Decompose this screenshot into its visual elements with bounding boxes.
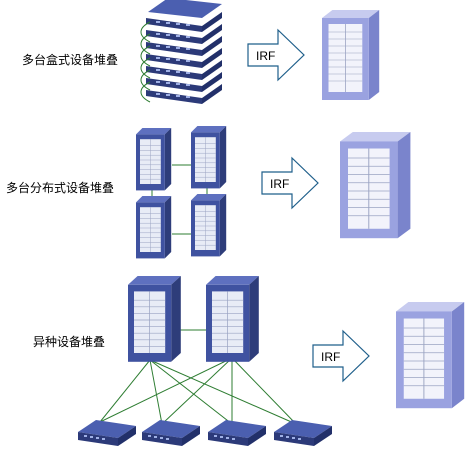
irf-arrow-label-row2: IRF bbox=[270, 177, 289, 191]
irf-arrow-row3: IRF bbox=[312, 330, 370, 382]
distributed-devices-ring bbox=[135, 125, 227, 259]
irf-arrow-row2: IRF bbox=[261, 157, 319, 209]
stacked-box-devices bbox=[140, 0, 222, 104]
row-label-heterogeneous-stack: 异种设备堆叠 bbox=[33, 335, 105, 349]
irf-arrow-label-row3: IRF bbox=[321, 350, 340, 364]
irf-arrow-row1: IRF bbox=[247, 29, 305, 81]
row-label-distributed-stack: 多台分布式设备堆叠 bbox=[6, 180, 114, 195]
row-label-box-stack: 多台盒式设备堆叠 bbox=[22, 52, 118, 67]
irf-result-device-row3 bbox=[395, 301, 465, 409]
irf-arrow-label-row1: IRF bbox=[256, 49, 275, 63]
irf-result-device-row2 bbox=[339, 131, 411, 239]
heterogeneous-device-mesh bbox=[78, 275, 332, 446]
irf-result-device-row1 bbox=[321, 9, 380, 101]
